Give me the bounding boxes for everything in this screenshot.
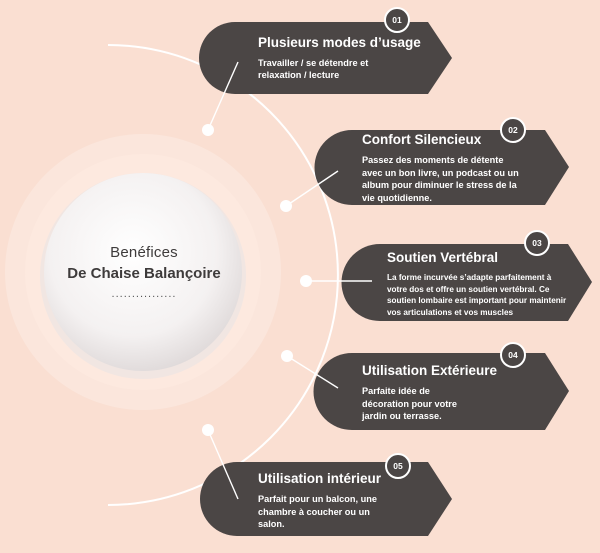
number-badge-04: 04	[500, 342, 526, 368]
benefit-text: Parfaite idée de décoration pour votre j…	[362, 386, 457, 422]
connector-line-05	[207, 429, 239, 500]
benefit-card-01: Plusieurs modes d’usage Travailler / se …	[258, 28, 438, 88]
benefit-title: Soutien Vertébral	[387, 250, 499, 265]
connector-line-04	[286, 355, 339, 389]
node-04	[281, 350, 293, 362]
hub-label: Benéfices De Chaise Balançoire .........…	[45, 162, 243, 382]
hub-dots: ................	[111, 288, 177, 300]
number-badge-05: 05	[385, 453, 411, 479]
benefit-text: Parfait pour un balcon, une chambre à co…	[258, 494, 377, 530]
benefit-text: Travailler / se détendre et relaxation /…	[258, 57, 369, 81]
benefit-title: Confort Silencieux	[362, 132, 482, 147]
node-02	[280, 200, 292, 212]
node-03	[300, 275, 312, 287]
benefit-card-04: Utilisation Extérieure Parfaite idée de …	[362, 362, 547, 424]
benefit-title: Utilisation intérieur	[258, 471, 382, 487]
benefit-text: Passez des moments de détente avec un bo…	[362, 155, 519, 203]
number-badge-01: 01	[384, 7, 410, 33]
card-shape-03	[341, 244, 592, 321]
card-shape-01	[199, 22, 452, 94]
benefit-title: Utilisation Extérieure	[362, 363, 498, 379]
connector-line-01	[207, 61, 239, 131]
benefit-card-03: Soutien Vertébral La forme incurvée s’ad…	[387, 250, 572, 317]
card-shape-02	[314, 130, 569, 205]
card-shape-04	[313, 353, 569, 430]
connector-line-02	[285, 170, 339, 207]
node-05	[202, 424, 214, 436]
hub-title-line1: Benéfices	[110, 244, 178, 261]
benefit-title: Plusieurs modes d’usage	[258, 34, 421, 50]
benefit-card-05: Utilisation intérieur Parfait pour un ba…	[258, 470, 438, 532]
benefit-card-02: Confort Silencieux Passez des moments de…	[362, 132, 547, 203]
hub-title-line2: De Chaise Balançoire	[67, 265, 221, 282]
node-01	[202, 124, 214, 136]
number-badge-02: 02	[500, 117, 526, 143]
number-badge-03: 03	[524, 230, 550, 256]
benefit-text: La forme incurvée s’adapte parfaitement …	[387, 273, 567, 317]
card-shape-05	[200, 462, 452, 536]
hub-circle	[44, 173, 242, 371]
